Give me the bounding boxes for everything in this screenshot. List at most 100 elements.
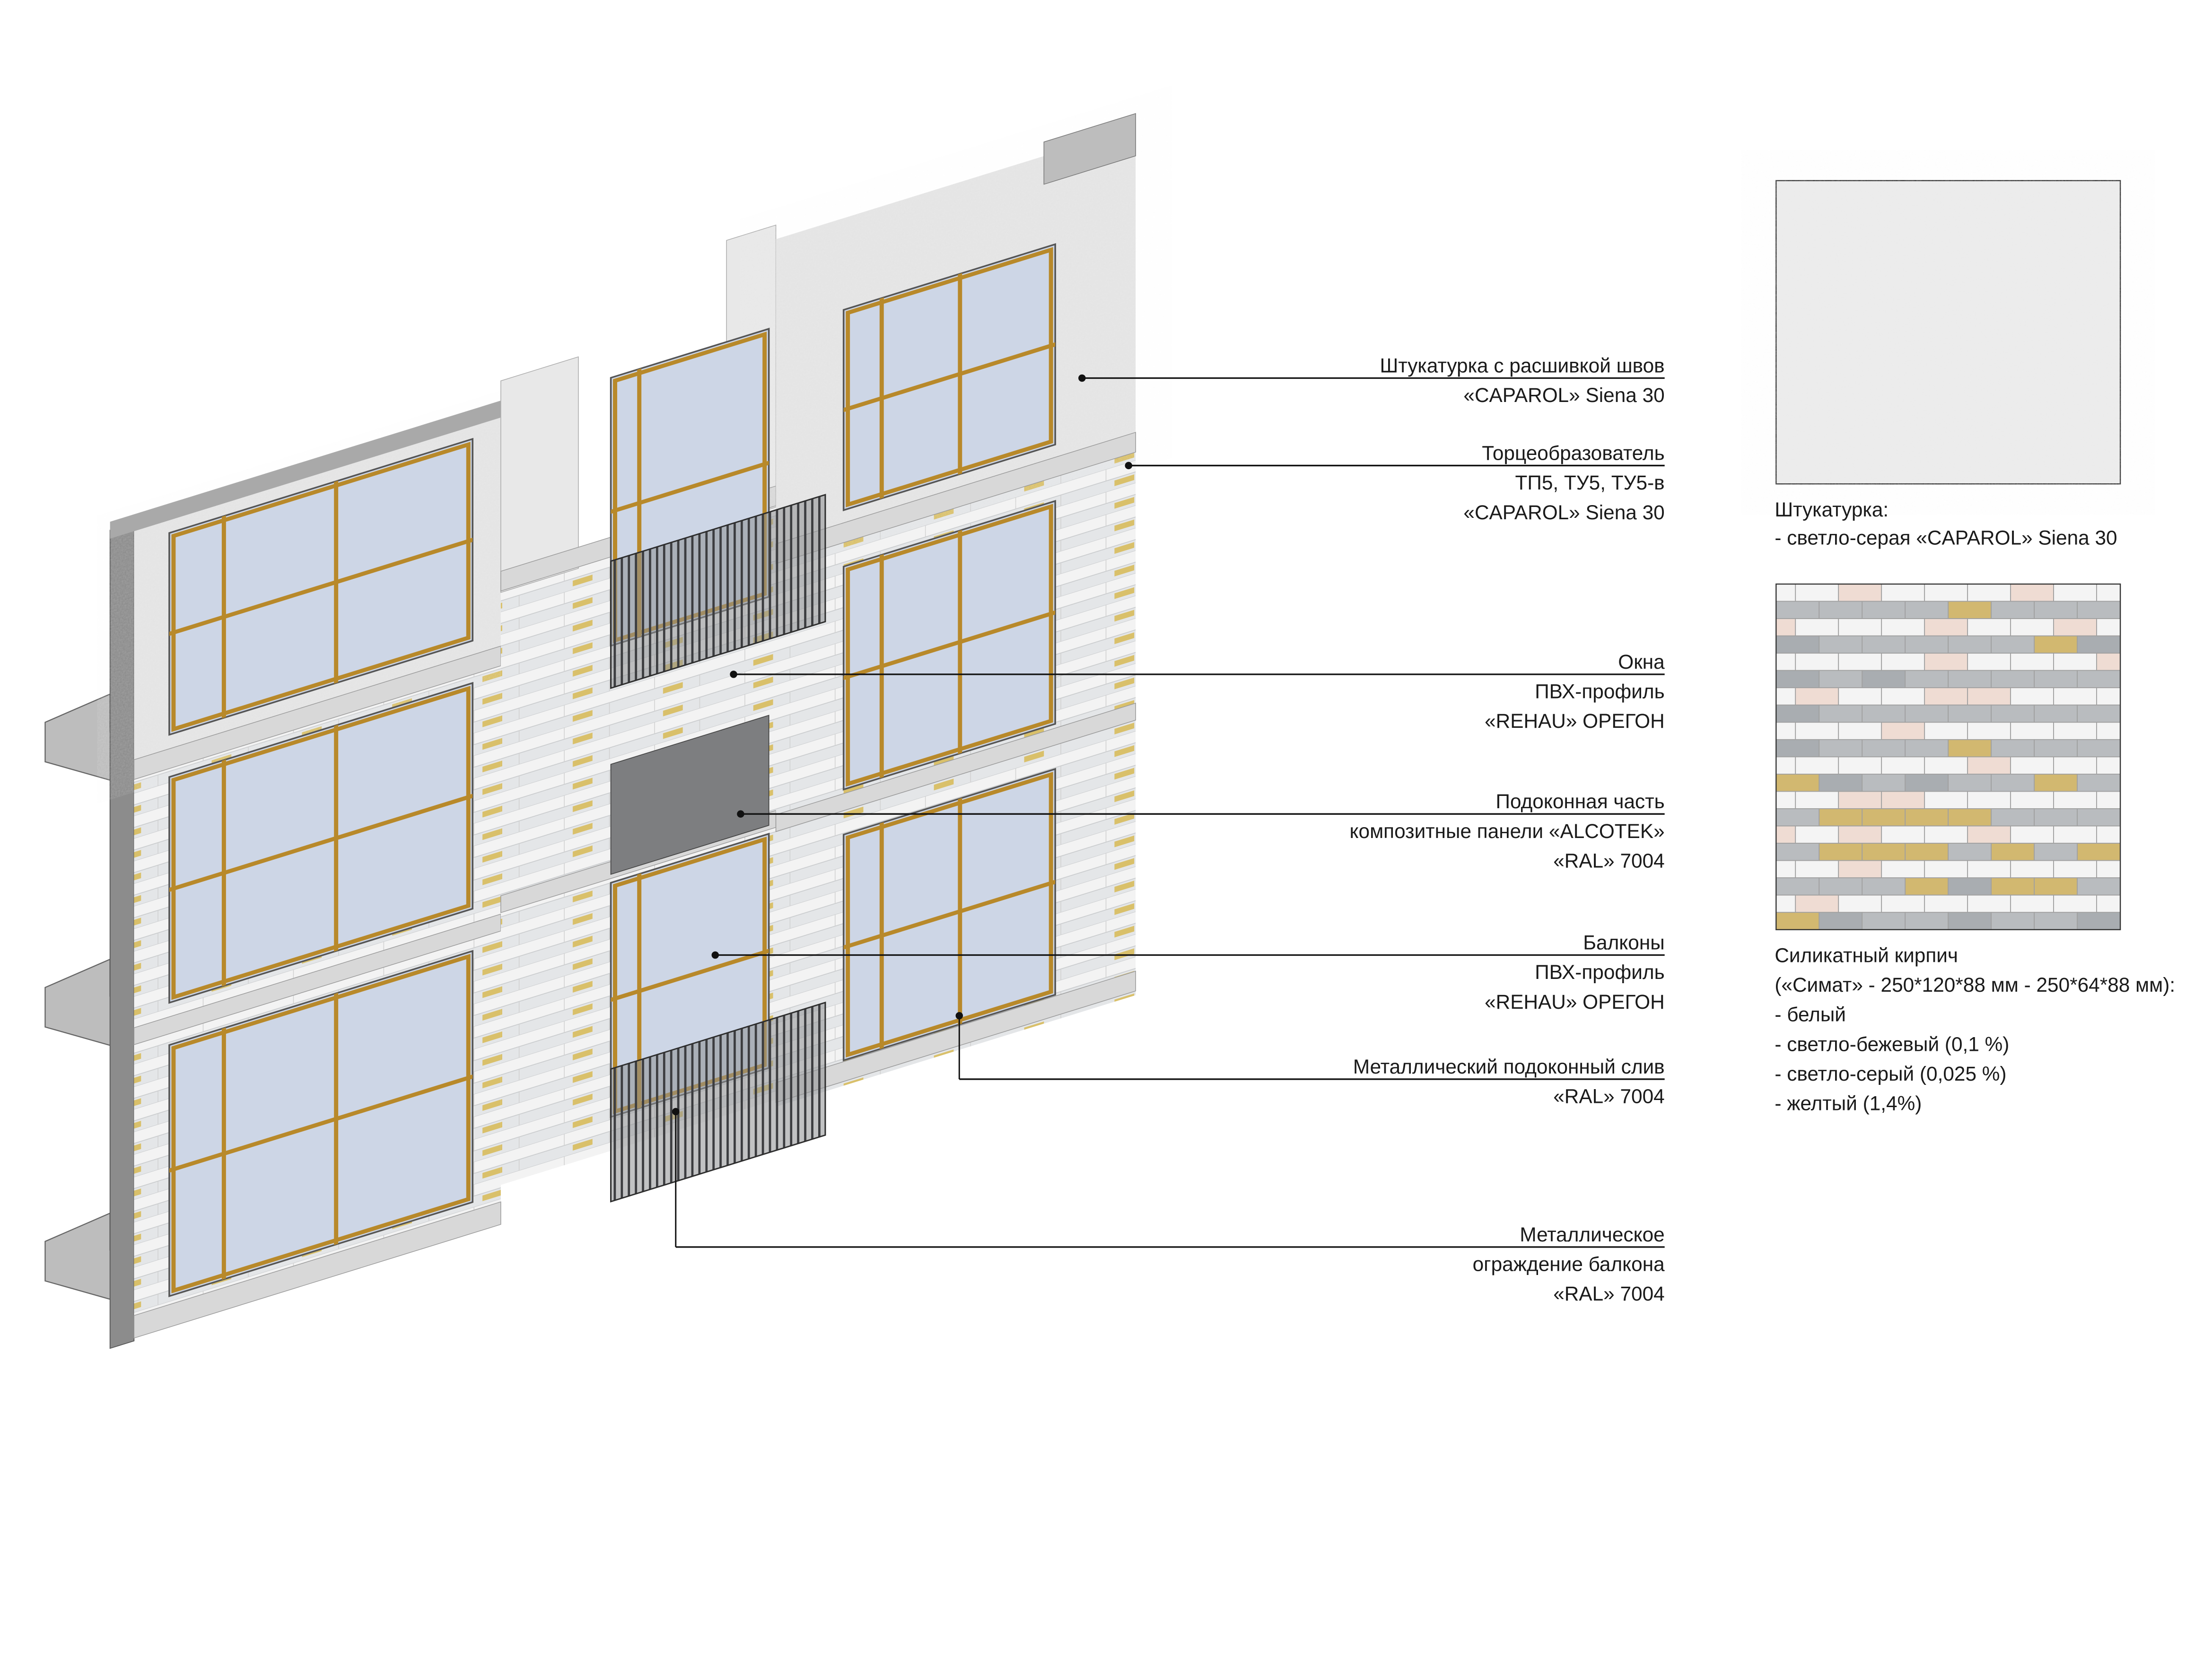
- brick: [1862, 635, 1906, 654]
- balcony-railing: [610, 494, 826, 689]
- brick: [1775, 877, 1820, 896]
- brick: [1838, 687, 1882, 706]
- brick: [1967, 722, 2011, 740]
- brick: [1775, 756, 1796, 775]
- brick: [2096, 825, 2121, 844]
- brick: [1819, 774, 1863, 792]
- brick: [1881, 791, 1925, 809]
- brick-swatch-item: - желтый (1,4%): [1775, 1092, 1922, 1115]
- brick: [1819, 739, 1863, 758]
- brick: [1775, 704, 1820, 723]
- brick: [1948, 635, 1992, 654]
- brick: [1819, 635, 1863, 654]
- brick: [1905, 704, 1949, 723]
- brick-swatch-item: - белый: [1775, 1004, 1846, 1026]
- callout-title: Штукатурка с расшивкой швов: [1380, 355, 1665, 377]
- brick: [1991, 601, 2035, 619]
- brick: [2077, 670, 2121, 689]
- brick: [1924, 860, 1968, 879]
- brick: [2053, 722, 2097, 740]
- brick: [1905, 635, 1949, 654]
- brick: [1775, 635, 1820, 654]
- brick: [2053, 894, 2097, 913]
- callout-line: «RAL» 7004: [1553, 1283, 1664, 1305]
- brick: [1991, 843, 2035, 861]
- plaster-swatch-title: Штукатурка:: [1775, 498, 1889, 521]
- brick: [1905, 601, 1949, 619]
- brick: [1924, 791, 1968, 809]
- brick: [1924, 756, 1968, 775]
- brick: [1967, 687, 2011, 706]
- brick: [1775, 584, 1796, 602]
- brick: [1948, 912, 1992, 930]
- brick: [2034, 877, 2078, 896]
- brick: [2053, 860, 2097, 879]
- callout-title: Подоконная часть: [1496, 790, 1665, 812]
- brick: [2077, 704, 2121, 723]
- brick: [1948, 843, 1992, 861]
- brick: [1862, 877, 1906, 896]
- brick: [1775, 687, 1796, 706]
- brick: [2034, 704, 2078, 723]
- brick: [1991, 704, 2035, 723]
- callout-title: Металлический подоконный слив: [1353, 1056, 1665, 1078]
- brick: [2096, 618, 2121, 637]
- brick: [2010, 825, 2055, 844]
- brick: [1775, 774, 1820, 792]
- brick: [1905, 774, 1949, 792]
- callout: Штукатурка с расшивкой швов «CAPAROL» Sie…: [1078, 355, 1665, 406]
- brick: [2096, 791, 2121, 809]
- brick: [1819, 670, 1863, 689]
- brick: [1967, 756, 2011, 775]
- brick: [2053, 825, 2097, 844]
- brick: [2034, 843, 2078, 861]
- callout-line: «REHAU» ОРЕГОН: [1485, 710, 1665, 732]
- brick-swatch-title: Силикатный кирпич: [1775, 944, 1958, 966]
- brick: [2053, 618, 2097, 637]
- sill-panel: [610, 715, 769, 875]
- brick: [2053, 687, 2097, 706]
- brick: [1795, 791, 1839, 809]
- brick: [2077, 739, 2121, 758]
- brick: [2034, 739, 2078, 758]
- brick: [1948, 739, 1992, 758]
- brick-swatch-pattern: [1775, 584, 2121, 930]
- brick: [2010, 860, 2055, 879]
- brick: [1924, 894, 1968, 913]
- brick: [1905, 670, 1949, 689]
- brick: [1795, 860, 1839, 879]
- callout-line: «CAPAROL» Siena 30: [1463, 384, 1664, 406]
- building-axonometry: [44, 113, 1136, 1349]
- brick: [1819, 704, 1863, 723]
- brick: [1991, 670, 2035, 689]
- callout-line: ПВХ-профиль: [1535, 681, 1664, 703]
- brick: [1862, 670, 1906, 689]
- callout-line: ограждение балкона: [1473, 1253, 1665, 1275]
- plaster-swatch: Штукатурка: - светло-серая «CAPAROL» Sie…: [1775, 180, 2121, 549]
- callout-line: «REHAU» ОРЕГОН: [1485, 991, 1665, 1013]
- window: [842, 500, 1056, 791]
- brick: [2010, 687, 2055, 706]
- brick: [1819, 912, 1863, 930]
- side-wall: [109, 522, 135, 1349]
- brick: [1991, 774, 2035, 792]
- brick-swatch: Силикатный кирпич («Симат» - 250*120*88 …: [1775, 583, 2175, 1115]
- brick: [1795, 618, 1839, 637]
- brick: [1775, 618, 1796, 637]
- brick: [1948, 774, 1992, 792]
- brick: [2096, 894, 2121, 913]
- brick: [2034, 774, 2078, 792]
- brick: [1948, 808, 1992, 827]
- brick: [1924, 618, 1968, 637]
- plaster-swatch-item: - светло-серая «CAPAROL» Siena 30: [1775, 526, 2117, 549]
- brick: [1775, 791, 1796, 809]
- brick: [1924, 722, 1968, 740]
- brick: [1775, 601, 1820, 619]
- callout-title: Окна: [1618, 651, 1665, 673]
- brick: [2010, 653, 2055, 671]
- brick: [1775, 843, 1820, 861]
- brick: [1905, 877, 1949, 896]
- window: [168, 950, 474, 1298]
